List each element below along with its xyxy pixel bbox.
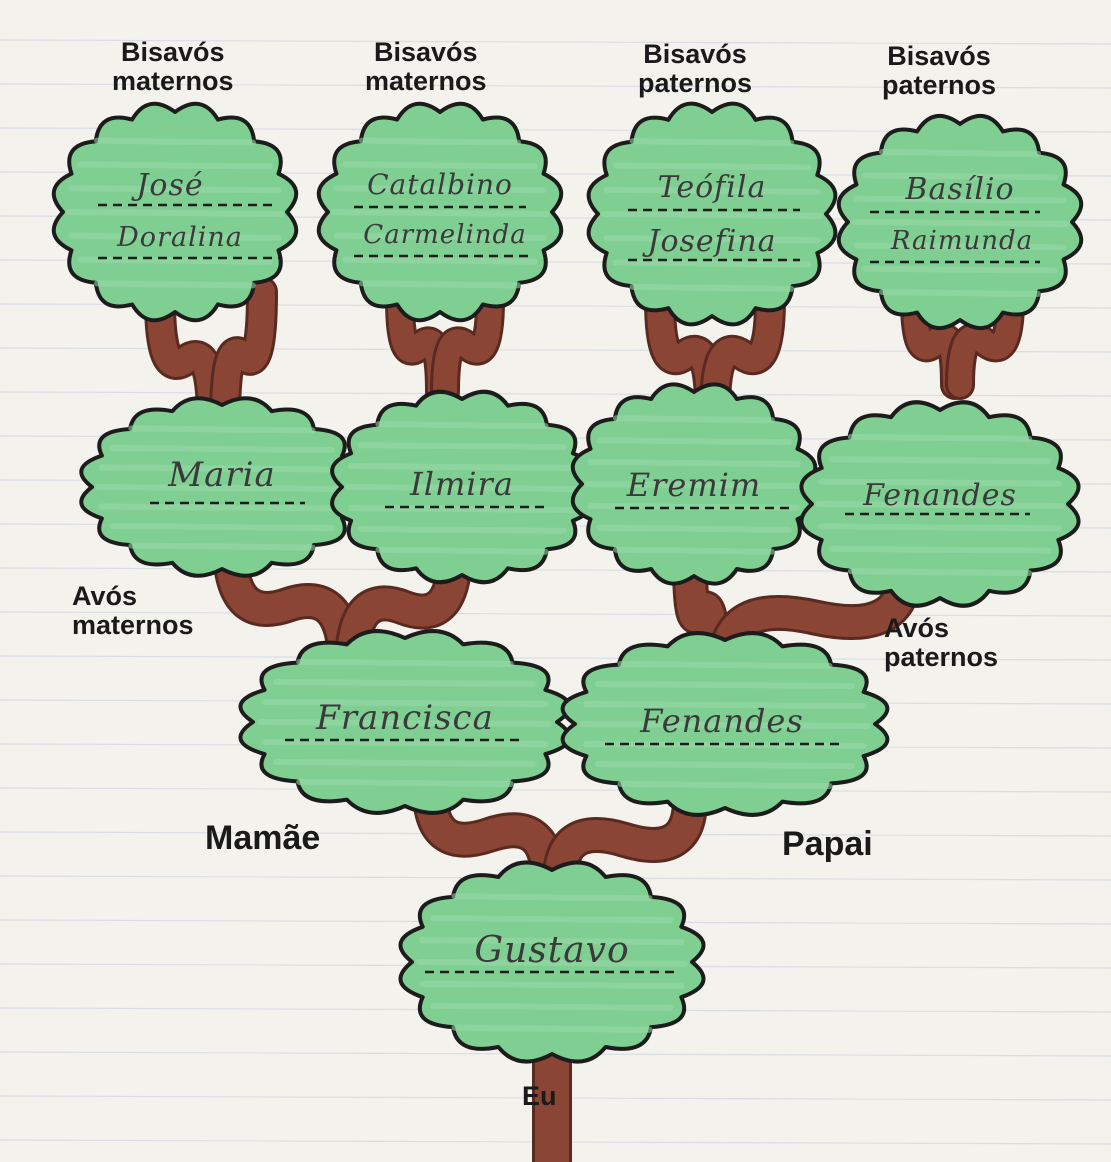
crayon-stroke bbox=[360, 529, 563, 531]
name-ggp1-bottom: Doralina bbox=[117, 222, 243, 253]
crayon-stroke bbox=[299, 662, 511, 664]
crayon-stroke bbox=[455, 896, 650, 898]
crayon-stroke bbox=[131, 546, 312, 548]
crayon-stroke bbox=[112, 526, 332, 528]
name-ggp3-bottom: Josefina bbox=[647, 224, 776, 259]
crayon-stroke bbox=[264, 742, 545, 744]
name-dad: Fenandes bbox=[640, 702, 804, 740]
name-gp2: Ilmira bbox=[410, 465, 514, 503]
crayon-stroke bbox=[378, 550, 545, 552]
name-ggp1-top: José bbox=[136, 168, 203, 203]
crayon-stroke bbox=[433, 1006, 670, 1008]
crayon-stroke bbox=[299, 782, 511, 784]
crayon-stroke bbox=[851, 437, 1029, 439]
label-great-grandparents-paternal-1: Bisavós paternos bbox=[638, 40, 752, 98]
label-grandparents-maternal: Avós maternos bbox=[72, 582, 194, 640]
crayon-stroke bbox=[345, 164, 535, 166]
crayon-stroke bbox=[97, 283, 253, 285]
name-gp3: Eremim bbox=[627, 466, 762, 504]
crayon-stroke bbox=[362, 141, 518, 143]
crayon-stroke bbox=[131, 428, 312, 430]
crayon-stroke bbox=[362, 283, 518, 285]
crayon-stroke bbox=[615, 165, 808, 167]
label-great-grandparents-paternal-2: Bisavós paternos bbox=[882, 42, 996, 100]
crayon-stroke bbox=[882, 152, 1038, 154]
name-gp4: Fenandes bbox=[863, 478, 1017, 513]
crayon-stroke bbox=[351, 508, 573, 510]
crayon-stroke bbox=[616, 550, 772, 552]
crayon-stroke bbox=[80, 260, 270, 262]
crayon-stroke bbox=[598, 684, 852, 686]
crayon-stroke bbox=[590, 462, 797, 464]
crayon-stroke bbox=[633, 141, 792, 143]
crayon-stroke bbox=[621, 784, 830, 786]
label-grandparents-paternal: Avós paternos bbox=[884, 614, 998, 672]
name-ggp4-bottom: Raimunda bbox=[891, 226, 1033, 256]
name-me: Gustavo bbox=[474, 930, 629, 971]
label-great-grandparents-maternal-2: Bisavós maternos bbox=[365, 38, 487, 96]
crayon-stroke bbox=[422, 984, 681, 986]
crayon-stroke bbox=[276, 762, 533, 764]
crayon-stroke bbox=[360, 445, 563, 447]
crayon-stroke bbox=[851, 571, 1029, 573]
crayon-stroke bbox=[616, 418, 772, 420]
crayon-stroke bbox=[832, 549, 1049, 551]
crayon-stroke bbox=[112, 448, 332, 450]
label-mom: Mamãe bbox=[205, 820, 320, 857]
crayon-stroke bbox=[69, 212, 282, 214]
crayon-stroke bbox=[599, 528, 789, 530]
name-mom: Francisca bbox=[316, 698, 494, 738]
name-ggp3-top: Teófila bbox=[658, 170, 767, 205]
crayon-stroke bbox=[604, 214, 821, 216]
crayon-stroke bbox=[615, 263, 808, 265]
crayon-stroke bbox=[832, 459, 1049, 461]
name-ggp2-bottom: Carmelinda bbox=[363, 220, 526, 250]
crayon-stroke bbox=[433, 918, 670, 920]
paper-line bbox=[0, 788, 1111, 792]
name-ggp4-top: Basílio bbox=[905, 172, 1014, 207]
name-gp1: Maria bbox=[168, 455, 275, 495]
crayon-stroke bbox=[882, 292, 1038, 294]
crayon-stroke bbox=[97, 141, 253, 143]
crayon-stroke bbox=[345, 260, 535, 262]
crayon-stroke bbox=[598, 764, 852, 766]
crayon-stroke bbox=[621, 664, 830, 666]
crayon-stroke bbox=[455, 1028, 650, 1030]
crayon-stroke bbox=[102, 507, 343, 509]
crayon-stroke bbox=[80, 164, 270, 166]
crayon-stroke bbox=[276, 682, 533, 684]
crayon-stroke bbox=[854, 222, 1067, 224]
label-me: Eu bbox=[522, 1082, 557, 1111]
crayon-stroke bbox=[865, 269, 1055, 271]
label-great-grandparents-maternal-1: Bisavós maternos bbox=[112, 38, 234, 96]
crayon-stroke bbox=[633, 287, 792, 289]
crayon-stroke bbox=[378, 424, 545, 426]
name-ggp2-top: Catalbino bbox=[367, 168, 513, 201]
crayon-stroke bbox=[334, 212, 547, 214]
crayon-stroke bbox=[822, 526, 1059, 528]
crayon-stroke bbox=[599, 440, 789, 442]
label-dad: Papai bbox=[782, 826, 873, 863]
